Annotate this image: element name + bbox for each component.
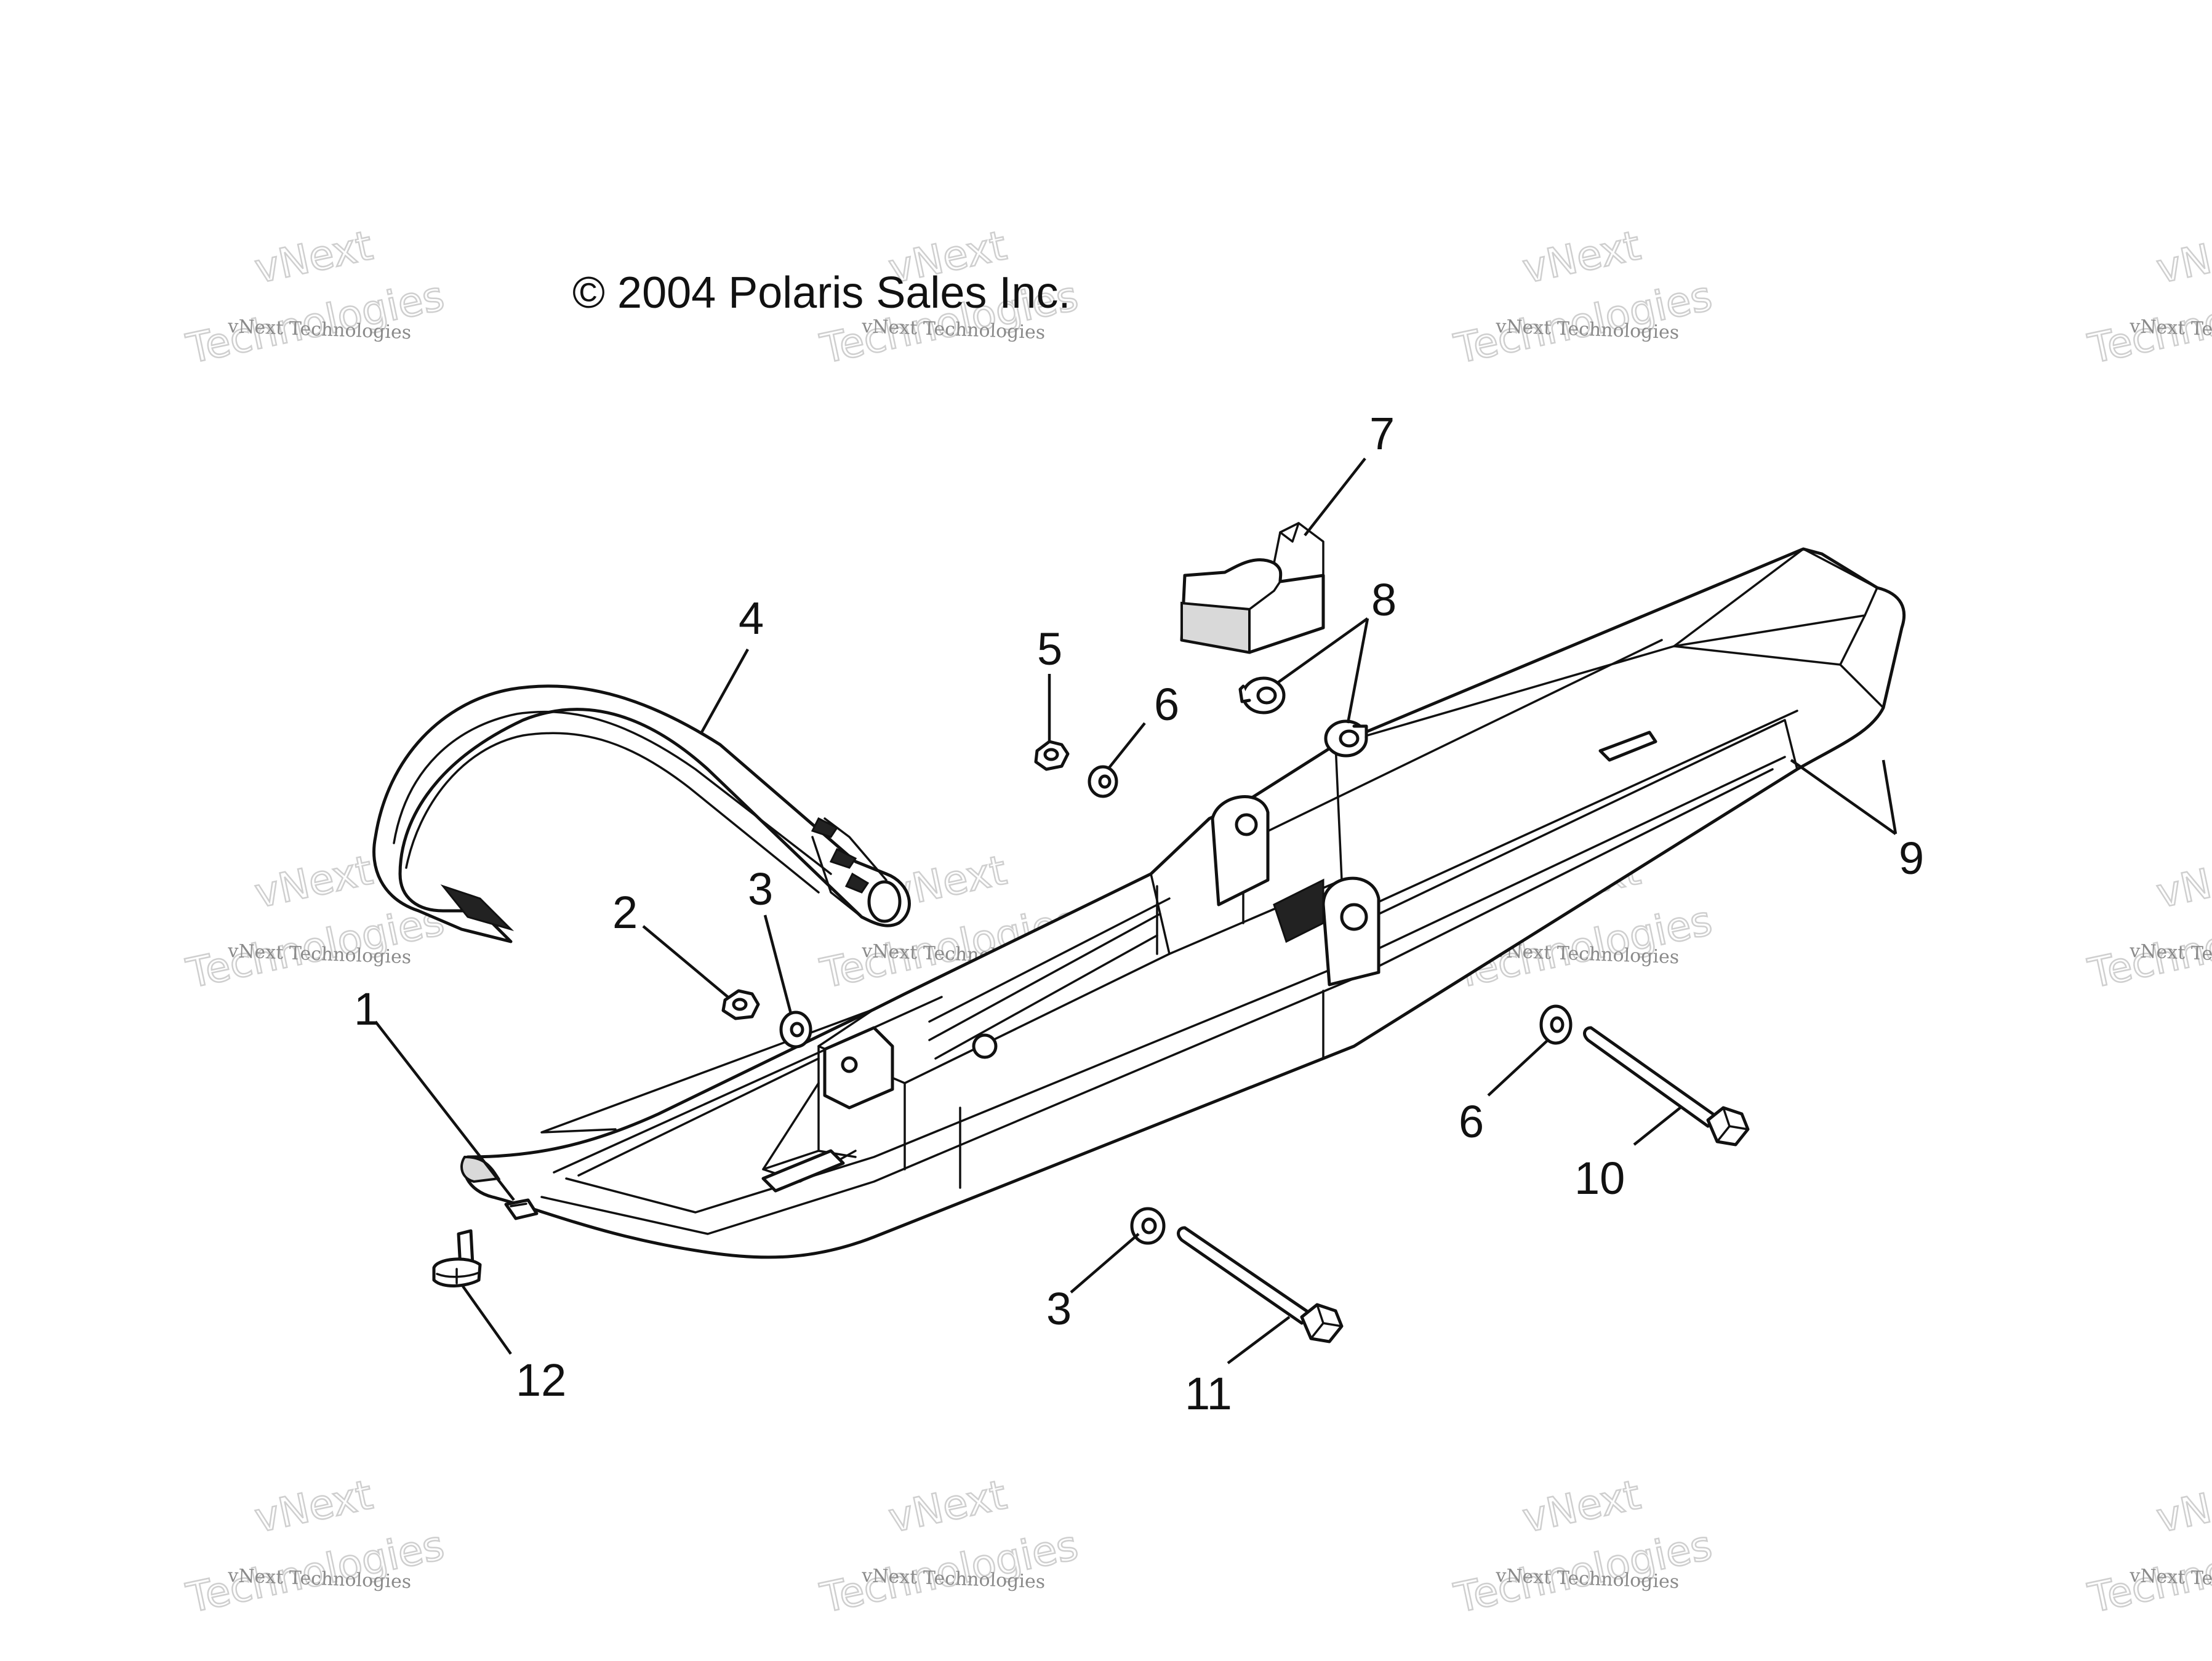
svg-text:vNext: vNext (2152, 846, 2212, 917)
leader-4 (700, 648, 749, 734)
svg-text:vNext: vNext (250, 222, 377, 292)
ski-body-part-9 (460, 547, 1906, 1259)
leader-lines (374, 457, 1897, 1364)
leader-8b (1346, 618, 1369, 724)
leader-6b (1487, 1039, 1549, 1097)
callouts: 1 2 3 3 4 5 6 6 7 8 9 10 11 12 (354, 408, 1924, 1419)
svg-text:vNext: vNext (2152, 1471, 2212, 1542)
leader-9 (1881, 759, 1897, 835)
callout-2: 2 (612, 887, 638, 938)
washer-part-3-lower (1130, 1207, 1166, 1245)
washer-part-3-upper (779, 1011, 812, 1049)
callout-3-upper: 3 (748, 863, 773, 915)
callout-1: 1 (354, 983, 379, 1035)
leader-9-path (1790, 759, 1897, 835)
watermark: vNext Technologies vNext Technologies (182, 846, 449, 998)
callout-6-lower: 6 (1459, 1096, 1484, 1147)
callout-10: 10 (1574, 1153, 1625, 1204)
callout-3-lower: 3 (1046, 1283, 1072, 1334)
watermark: vNext Technologies vNext Technologies (2083, 1470, 2212, 1623)
bolt-part-11 (1177, 1226, 1344, 1343)
washer-part-8-upper (1238, 676, 1286, 714)
block-part-7 (1180, 522, 1325, 654)
leader-6a (1107, 722, 1146, 770)
svg-text:vNext: vNext (1518, 222, 1645, 292)
leader-12 (462, 1285, 512, 1355)
bolt-part-12 (432, 1229, 482, 1287)
watermark: vNext Technologies vNext Technologies (1449, 1470, 1717, 1623)
leader-2 (642, 925, 731, 999)
svg-text:vNext: vNext (2152, 222, 2212, 292)
svg-text:vNext: vNext (1518, 1471, 1645, 1542)
ski-loop-part-4 (372, 684, 911, 943)
callout-8: 8 (1371, 574, 1397, 625)
svg-text:vNext: vNext (250, 846, 377, 917)
callout-9: 9 (1899, 833, 1924, 884)
callout-12: 12 (516, 1355, 566, 1406)
washer-part-6-lower (1539, 1004, 1573, 1045)
svg-text:vNext: vNext (884, 1471, 1011, 1542)
copyright-text: © 2004 Polaris Sales Inc. (572, 268, 1070, 318)
leader-7 (1304, 457, 1366, 537)
nut-part-5 (1034, 740, 1070, 771)
leader-1 (374, 1020, 515, 1201)
leader-8a (1276, 617, 1369, 684)
leader-3a (763, 915, 793, 1014)
watermark: vNext Technologies vNext Technologies (815, 1470, 1083, 1623)
leader-11 (1227, 1316, 1291, 1364)
svg-text:vNext: vNext (250, 1471, 377, 1542)
callout-4: 4 (739, 593, 764, 644)
leader-3b (1070, 1233, 1140, 1294)
watermark: vNext Technologies vNext Technologies (2083, 846, 2212, 998)
watermark: vNext Technologies vNext Technologies (182, 1470, 449, 1623)
callout-6-upper: 6 (1154, 679, 1179, 730)
callout-7: 7 (1369, 408, 1395, 459)
watermark: vNext Technologies vNext Technologies (2083, 221, 2212, 374)
washer-part-6-upper (1088, 765, 1118, 798)
callout-11: 11 (1185, 1368, 1232, 1419)
bolt-part-10 (1583, 1026, 1750, 1147)
watermark: vNext Technologies vNext Technologies (182, 221, 449, 374)
callout-5: 5 (1037, 623, 1062, 674)
clip-part-1 (504, 1198, 539, 1220)
washer-part-8-lower (1324, 719, 1368, 758)
watermark: vNext Technologies vNext Technologies (1449, 221, 1717, 374)
nut-part-2 (721, 989, 760, 1020)
leader-10 (1633, 1107, 1681, 1146)
